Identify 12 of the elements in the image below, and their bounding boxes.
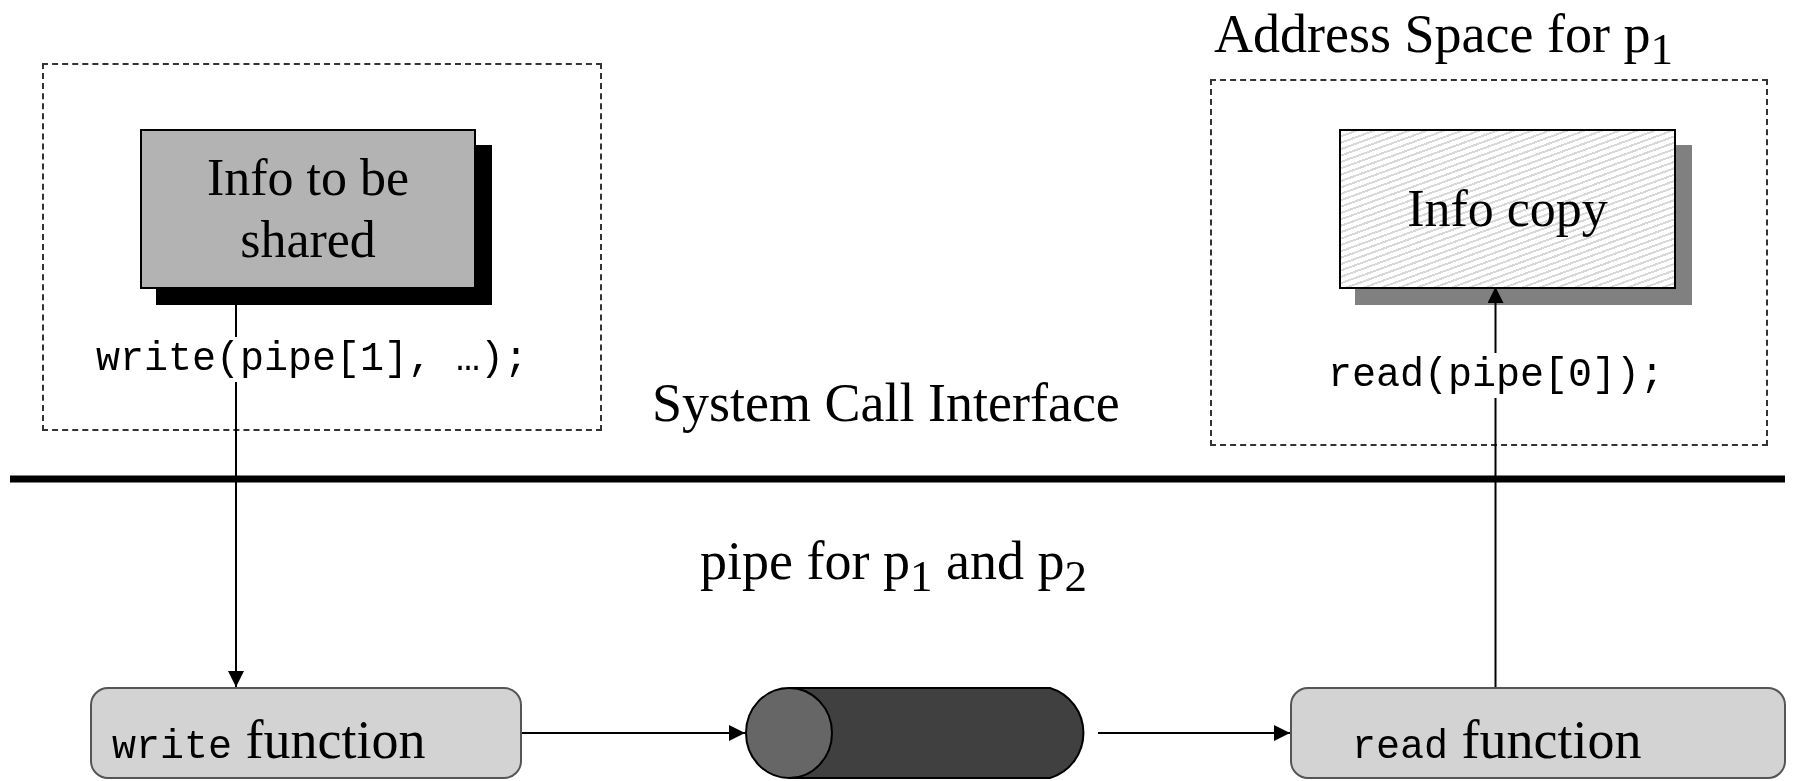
arrow bbox=[1097, 725, 1291, 741]
function-label: read function bbox=[1352, 709, 1642, 771]
pipe-label: pipe for p$_{1}$ and p$_{2}$ bbox=[700, 530, 1087, 602]
arrow bbox=[1487, 286, 1504, 688]
box-label: Info copy bbox=[1406, 178, 1609, 239]
dashed-region bbox=[42, 63, 602, 431]
region-title: Address Space for p$_{1}$ bbox=[1214, 3, 1673, 75]
arrow bbox=[521, 725, 746, 741]
function-box bbox=[90, 687, 522, 779]
function-box bbox=[1290, 687, 1786, 779]
function-label: write function bbox=[112, 709, 426, 771]
box-label: Info to be shared bbox=[205, 147, 411, 270]
